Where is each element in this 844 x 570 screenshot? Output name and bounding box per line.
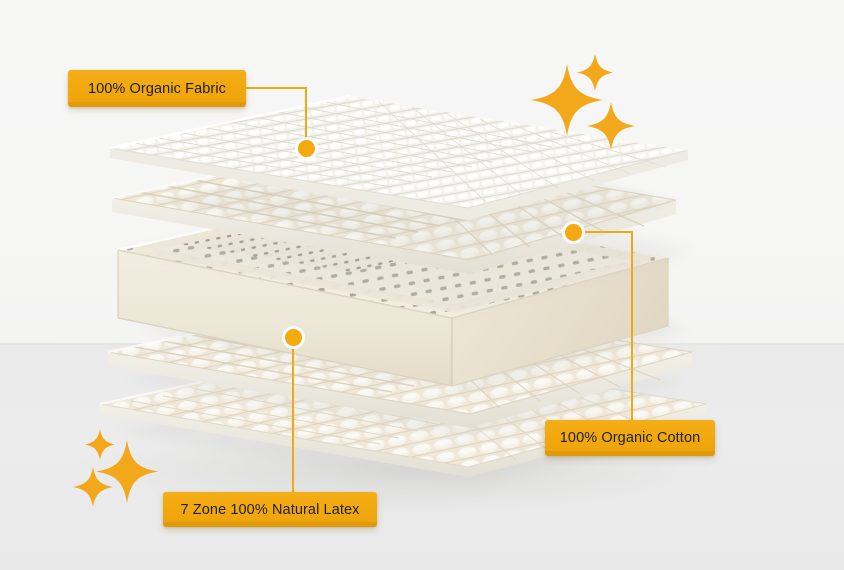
connector-line-organic-fabric-horizontal xyxy=(246,87,307,89)
sparkle-star-medium xyxy=(587,102,635,150)
callout-dot-organic-cotton[interactable] xyxy=(565,224,582,241)
sparkle-star-large xyxy=(531,64,603,136)
label-natural-latex[interactable]: 7 Zone 100% Natural Latex xyxy=(163,492,377,527)
label-organic-cotton-text: 100% Organic Cotton xyxy=(559,430,701,446)
label-organic-fabric[interactable]: 100% Organic Fabric xyxy=(68,70,246,107)
sparkle-cluster-bottom-left xyxy=(73,429,158,507)
sparkle-star-small xyxy=(85,429,115,460)
label-organic-fabric-text: 100% Organic Fabric xyxy=(87,80,227,97)
callout-dot-organic-fabric[interactable] xyxy=(298,140,315,157)
sparkle-star-large xyxy=(96,440,158,503)
connector-line-natural-latex-vertical xyxy=(292,337,294,493)
label-natural-latex-text: 7 Zone 100% Natural Latex xyxy=(180,501,360,518)
sparkle-star-small xyxy=(577,54,613,91)
layer-top-quilted-panel xyxy=(109,94,689,258)
connector-line-organic-fabric-vertical xyxy=(305,87,307,149)
connector-line-organic-cotton-horizontal xyxy=(575,231,633,233)
connector-line-organic-cotton-vertical xyxy=(631,231,633,421)
callout-dot-natural-latex[interactable] xyxy=(285,329,302,346)
label-organic-cotton[interactable]: 100% Organic Cotton xyxy=(545,420,715,456)
sparkle-cluster-top-right xyxy=(531,54,635,150)
sparkle-star-medium xyxy=(73,467,113,507)
